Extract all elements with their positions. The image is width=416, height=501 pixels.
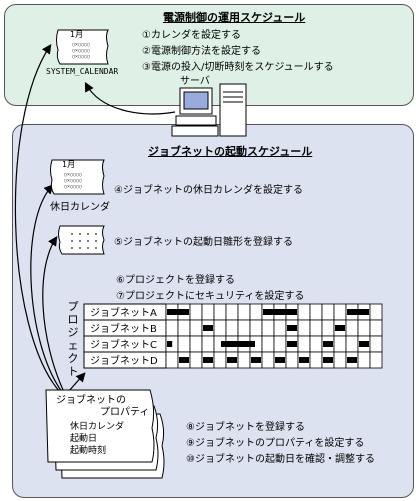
gantt-run-bar	[299, 357, 309, 363]
gantt-row-label: ジョブネットB	[90, 322, 157, 335]
gantt-run-bar	[323, 341, 333, 347]
arrow-to-gantt	[67, 372, 86, 393]
system-calendar-month: 1月	[70, 30, 84, 39]
holiday-calendar-label: 休日カレンダ	[50, 202, 110, 213]
gantt-run-bar	[227, 357, 237, 363]
step-7: ⑦プロジェクトにセキュリティを設定する	[116, 291, 305, 302]
svg-text:○×○○○○: ○×○○○○	[72, 54, 90, 60]
step-6: ⑥プロジェクトを登録する	[116, 275, 235, 286]
properties-title-line1: ジョブネットの	[56, 395, 126, 406]
gantt-run-bar	[203, 325, 213, 331]
gantt-run-bar	[203, 357, 213, 363]
gantt-run-bar	[179, 357, 189, 363]
step-5: ⑤ジョブネットの起動日雛形を登録する	[114, 237, 293, 248]
gantt-run-bar	[167, 341, 173, 347]
property-item: 起動日	[70, 434, 98, 444]
gantt-row-label: ジョブネットD	[90, 354, 158, 367]
property-item: 休日カレンダ	[70, 422, 125, 432]
arrow-to-system-calendar	[14, 44, 61, 393]
arrow-to-template-card	[42, 235, 65, 393]
gantt-run-bar	[287, 341, 297, 347]
gantt-run-bar	[251, 357, 261, 363]
step-1: ①カレンダを設定する	[142, 30, 241, 41]
svg-text:○×○○○○: ○×○○○○	[72, 48, 90, 54]
properties-title-line2: プロパティ	[100, 407, 150, 418]
svg-text:○×○○○○: ○×○○○○	[64, 178, 82, 184]
project-label: プロジェクト	[67, 300, 79, 378]
gantt-run-bar	[347, 357, 357, 363]
arrow-server-to-calendar	[84, 81, 176, 115]
step-10: ⑩ジョブネットの起動日を確認・調整する	[186, 454, 375, 465]
svg-text:○×○○○○: ○×○○○○	[64, 172, 82, 178]
system-calendar-label: SYSTEM_CALENDAR	[46, 67, 119, 76]
gantt-run-bar	[287, 325, 297, 331]
gantt-run-bar	[263, 309, 297, 315]
gantt-run-bar	[347, 309, 369, 315]
step-9: ⑨ジョブネットのプロパティを設定する	[186, 438, 365, 449]
gantt-row-label: ジョブネットA	[90, 306, 157, 319]
gantt-run-bar	[335, 325, 345, 331]
gantt-run-bar	[221, 341, 255, 347]
step-4: ④ジョブネットの休日カレンダを設定する	[114, 185, 303, 196]
server-label: サーバ	[180, 76, 210, 87]
svg-text:○×○○○○: ○×○○○○	[64, 184, 82, 190]
svg-text:○×○○○○: ○×○○○○	[72, 42, 90, 48]
gantt-row-label: ジョブネットC	[90, 338, 157, 351]
step-8: ⑧ジョブネットを登録する	[186, 422, 305, 433]
gantt-run-bar	[323, 357, 333, 363]
gantt-run-bar	[167, 309, 189, 315]
holiday-calendar-month: 1月	[62, 160, 76, 169]
step-2: ②電源制御方法を設定する	[142, 46, 261, 57]
gantt-run-bar	[275, 357, 285, 363]
jobnet-schedule-title: ジョブネットの起動スケジュール	[148, 145, 313, 158]
gantt-run-bar	[359, 341, 369, 347]
property-item: 起動時刻	[70, 446, 107, 456]
step-3: ③電源の投入/切断時刻をスケジュールする	[142, 62, 334, 73]
arrow-to-holiday-calendar	[30, 184, 63, 393]
gantt-cell	[369, 351, 383, 369]
power-schedule-title: 電源制御の運用スケジュール	[163, 11, 306, 24]
